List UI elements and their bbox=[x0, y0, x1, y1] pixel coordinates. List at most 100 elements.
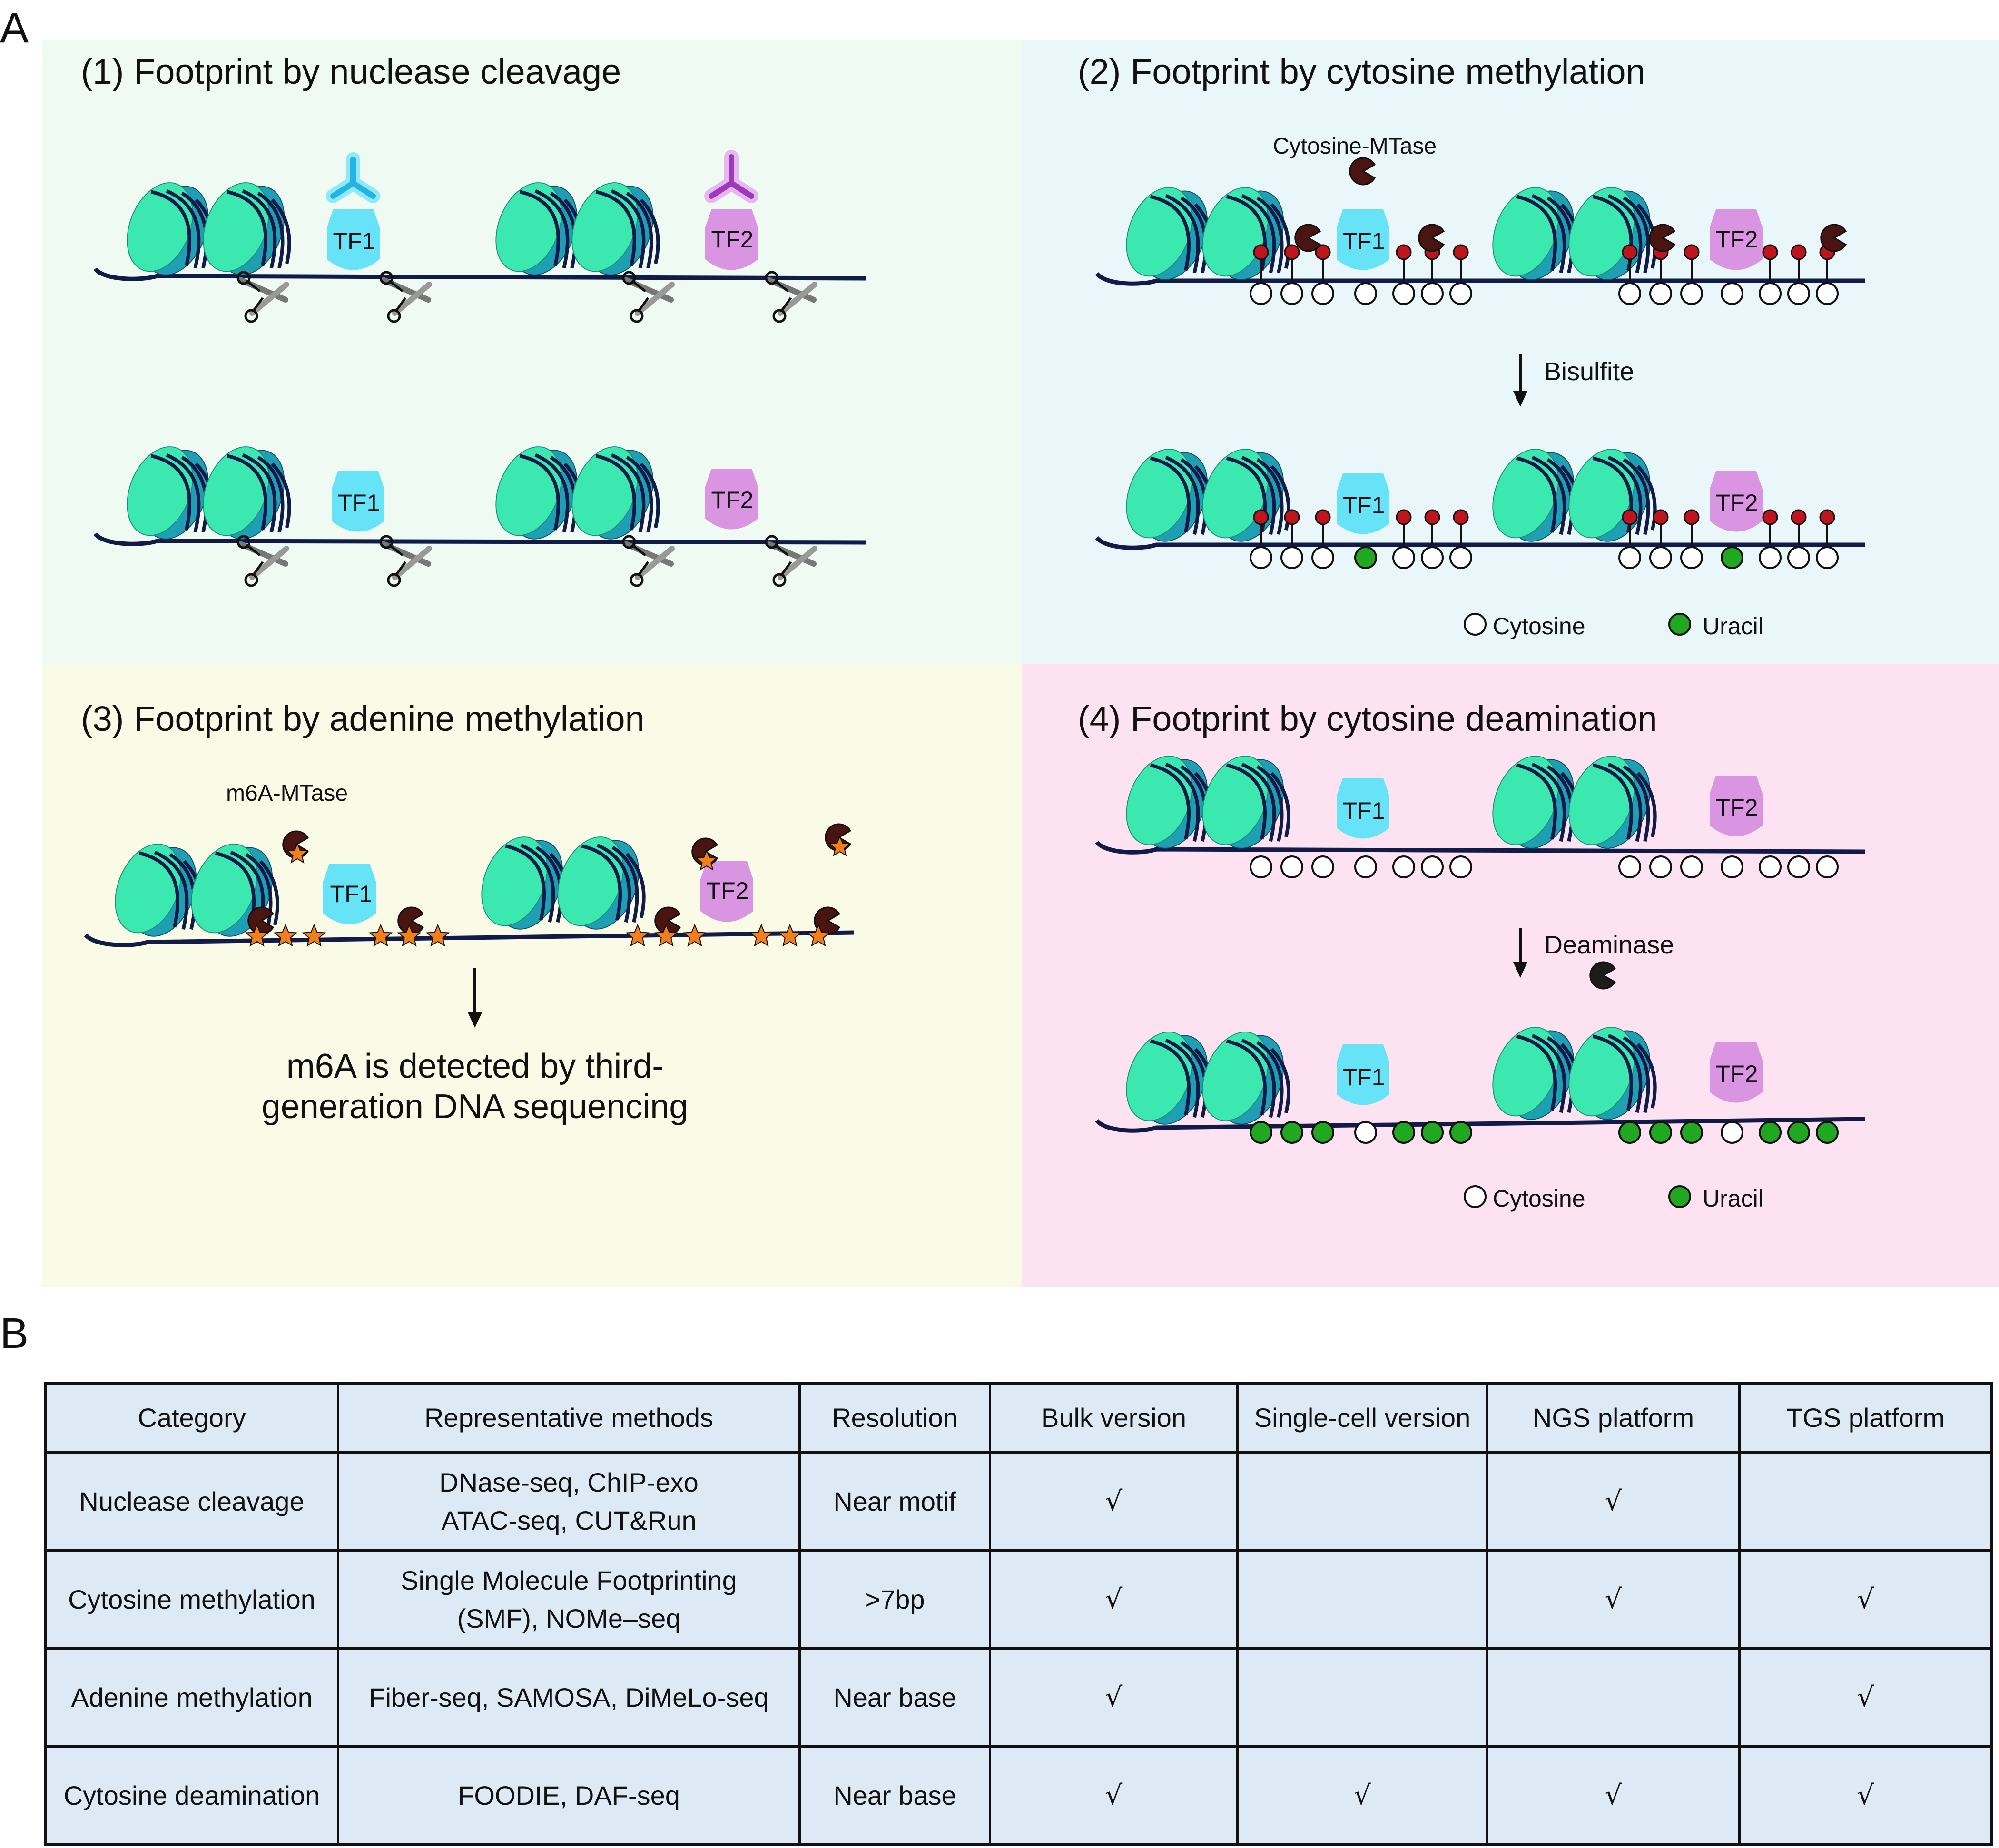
m6a-detection-line1: m6A is detected by third- bbox=[286, 1047, 664, 1085]
cytosine-marker bbox=[1449, 855, 1472, 878]
panel3-row bbox=[84, 823, 855, 947]
m6a-arrow bbox=[468, 968, 482, 1028]
panel-backgrounds bbox=[42, 40, 1999, 1287]
methyl-mark bbox=[1253, 509, 1269, 525]
methods-line: DNase-seq, ChIP-exo bbox=[439, 1467, 699, 1497]
tf1-protein bbox=[1337, 778, 1389, 839]
deaminase-label: Deaminase bbox=[1544, 931, 1674, 959]
cytosine-marker bbox=[1787, 546, 1810, 569]
panel1-row2 bbox=[93, 437, 867, 586]
uracil-marker bbox=[1392, 1121, 1415, 1144]
cytosine-marker bbox=[1680, 282, 1703, 305]
tf1-label: TF1 bbox=[1342, 492, 1385, 519]
methyl-mark bbox=[1315, 509, 1331, 525]
m6a-star bbox=[302, 924, 326, 947]
panel4-row1 bbox=[1095, 746, 1866, 878]
ngs-cell: √ bbox=[1486, 1549, 1741, 1650]
uracil-marker bbox=[1787, 1121, 1810, 1144]
uracil-marker bbox=[1449, 1121, 1472, 1144]
methods-line: (SMF), NOMe–seq bbox=[457, 1603, 681, 1633]
methods-line: Single Molecule Footprinting bbox=[401, 1565, 737, 1595]
methyl-mark bbox=[1453, 509, 1469, 525]
methyl-mark bbox=[1622, 244, 1638, 260]
cytosine-marker bbox=[1816, 282, 1839, 305]
tgs-cell: √ bbox=[1738, 1745, 1993, 1846]
legend-cytosine-marker bbox=[1464, 613, 1487, 636]
tf2-label: TF2 bbox=[1715, 1061, 1758, 1087]
tf1-protein bbox=[1337, 473, 1389, 534]
cytosine-marker bbox=[1721, 282, 1743, 305]
header-cell: Bulk version bbox=[989, 1382, 1239, 1454]
uracil-marker bbox=[1354, 546, 1377, 569]
deaminase-arrow bbox=[1513, 928, 1527, 978]
cytosine-marker bbox=[1392, 855, 1415, 878]
single-cell-cell bbox=[1236, 1647, 1488, 1748]
m6a-star bbox=[778, 924, 802, 947]
bulk-cell: √ bbox=[989, 1451, 1239, 1552]
uracil-marker bbox=[1280, 1121, 1303, 1144]
single-cell-cell bbox=[1236, 1549, 1488, 1650]
m6a-star bbox=[749, 924, 774, 947]
ngs-cell: √ bbox=[1486, 1745, 1741, 1846]
m6a-detection-line2: generation DNA sequencing bbox=[261, 1088, 689, 1126]
m6a-star bbox=[682, 924, 707, 947]
cytosine-marker bbox=[1759, 546, 1782, 569]
methyl-mark bbox=[1253, 244, 1269, 260]
methyl-mark bbox=[1284, 509, 1300, 525]
m6a-star bbox=[286, 842, 309, 864]
tf2-protein bbox=[1710, 1042, 1763, 1103]
panel4-title: (4) Footprint by cytosine deamination bbox=[1078, 699, 1657, 738]
cytosine-marker bbox=[1250, 855, 1272, 878]
mtase-icon bbox=[1649, 224, 1676, 252]
tf2-protein bbox=[705, 209, 758, 270]
methods-comparison-table: Category Representative methods Resoluti… bbox=[44, 1382, 1993, 1846]
cytosine-marker bbox=[1680, 546, 1703, 569]
legend-uracil-marker bbox=[1668, 1185, 1691, 1208]
tf1-protein bbox=[323, 864, 376, 924]
mtase-icon bbox=[814, 906, 841, 935]
bulk-cell: √ bbox=[989, 1549, 1239, 1650]
single-cell-cell bbox=[1236, 1451, 1488, 1552]
header-cell: TGS platform bbox=[1738, 1382, 1993, 1454]
cytosine-marker bbox=[1721, 855, 1743, 878]
methyl-mark bbox=[1684, 509, 1700, 525]
bisulfite-label: Bisulfite bbox=[1544, 357, 1635, 386]
methods-cell: Single Molecule Footprinting (SMF), NOMe–… bbox=[337, 1549, 801, 1650]
methyl-mark bbox=[1791, 509, 1807, 525]
panel-label-b: B bbox=[0, 1310, 29, 1357]
m6a-star bbox=[654, 924, 679, 947]
tf1-protein bbox=[327, 209, 380, 270]
tgs-cell: √ bbox=[1738, 1647, 1993, 1748]
panel1-row1 bbox=[93, 150, 867, 322]
tf2-protein bbox=[1710, 209, 1763, 270]
cytosine-marker bbox=[1311, 282, 1334, 305]
antibody-icon bbox=[704, 150, 758, 203]
uracil-marker bbox=[1421, 1121, 1444, 1144]
panel3-background bbox=[42, 664, 1022, 1287]
cytosine-marker bbox=[1618, 855, 1641, 878]
cytosine-marker bbox=[1649, 855, 1672, 878]
tf2-protein bbox=[700, 861, 753, 922]
panel2-row2 bbox=[1095, 439, 1865, 569]
cytosine-marker bbox=[1787, 282, 1810, 305]
methods-cell: Fiber-seq, SAMOSA, DiMeLo-seq bbox=[337, 1647, 801, 1748]
tf2-protein bbox=[705, 469, 758, 530]
uracil-marker bbox=[1680, 1121, 1703, 1144]
m6a-star bbox=[695, 849, 718, 871]
panel2-row1 bbox=[1095, 157, 1865, 305]
resolution-cell: Near base bbox=[798, 1647, 991, 1748]
methyl-mark bbox=[1791, 244, 1807, 260]
cytosine-marker bbox=[1280, 546, 1303, 569]
tf2-label: TF2 bbox=[711, 226, 754, 253]
resolution-cell: Near base bbox=[798, 1745, 991, 1846]
methyl-mark bbox=[1424, 509, 1440, 525]
m6a-star bbox=[828, 835, 851, 856]
cytosine-marker bbox=[1649, 282, 1672, 305]
cytosine-marker bbox=[1759, 855, 1782, 878]
header-cell: Single-cell version bbox=[1236, 1382, 1488, 1454]
methyl-mark bbox=[1653, 509, 1669, 525]
m6a-star bbox=[625, 924, 650, 947]
methyl-mark bbox=[1762, 509, 1778, 525]
tf1-label: TF1 bbox=[333, 228, 375, 255]
mtase-icon bbox=[1294, 224, 1321, 252]
